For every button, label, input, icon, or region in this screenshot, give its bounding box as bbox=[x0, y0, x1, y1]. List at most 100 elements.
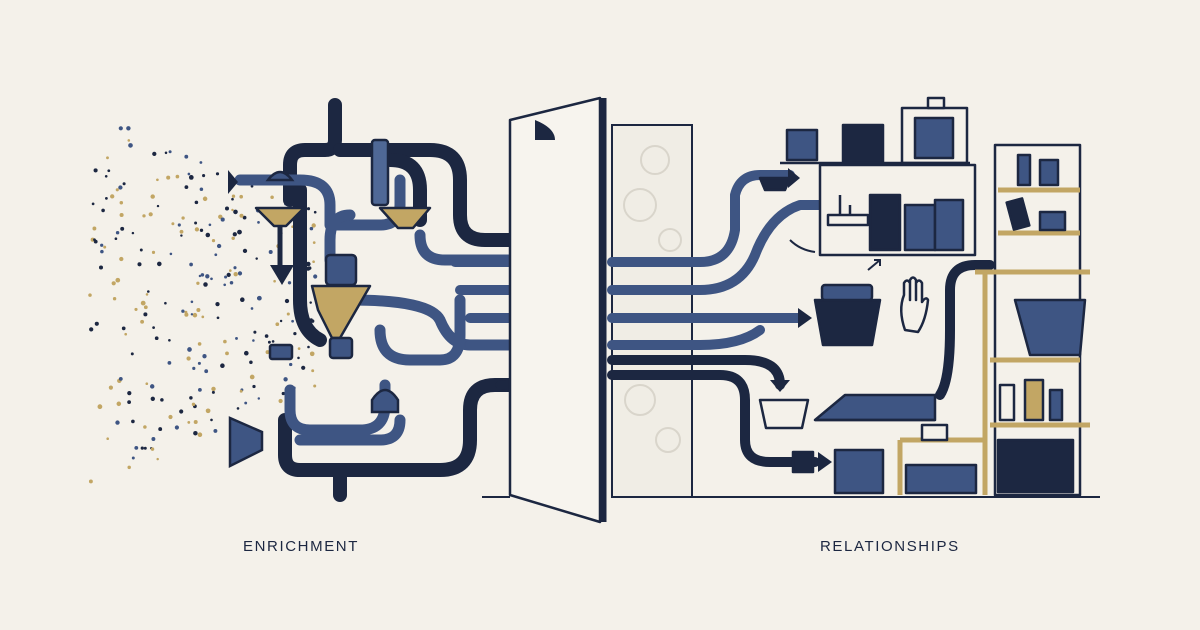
particle-dot bbox=[108, 385, 113, 390]
particle-dot bbox=[190, 300, 194, 304]
particle-dot bbox=[100, 243, 104, 247]
particle-dot bbox=[220, 363, 225, 368]
particle-dot bbox=[289, 362, 293, 367]
particle-dot bbox=[110, 194, 115, 199]
particle-dot bbox=[128, 143, 133, 148]
particle-dot bbox=[101, 208, 105, 213]
particle-dot bbox=[115, 188, 119, 192]
particle-dot bbox=[114, 237, 118, 241]
particle-dot bbox=[166, 175, 171, 180]
particle-dot bbox=[92, 226, 97, 231]
particle-dot bbox=[257, 295, 262, 301]
particle-dot bbox=[291, 319, 294, 323]
particle-dot bbox=[202, 196, 208, 202]
particle-dot bbox=[297, 347, 301, 350]
particle-dot bbox=[306, 266, 311, 271]
particle-dot bbox=[127, 139, 131, 142]
particle-dot bbox=[118, 126, 123, 131]
particle-dot bbox=[164, 151, 168, 155]
particle-dot bbox=[143, 312, 148, 317]
particle-dot bbox=[270, 195, 274, 199]
particle-dot bbox=[297, 356, 300, 360]
particle-dot bbox=[156, 457, 159, 461]
particle-dot bbox=[197, 342, 202, 346]
particle-dot bbox=[311, 223, 316, 228]
arrowheads-right bbox=[770, 168, 832, 472]
particle-dot bbox=[143, 425, 147, 429]
particle-dot bbox=[160, 398, 164, 402]
particle-dot bbox=[233, 266, 237, 270]
particle-dot bbox=[214, 253, 218, 257]
particle-dot bbox=[152, 151, 157, 157]
particle-dot bbox=[124, 332, 128, 336]
particle-dot bbox=[111, 281, 116, 286]
particle-dot bbox=[244, 401, 248, 405]
particle-dot bbox=[131, 419, 135, 424]
particle-dot bbox=[220, 217, 225, 222]
particle-dot bbox=[103, 245, 107, 249]
particle-dot bbox=[257, 397, 261, 400]
particle-dot bbox=[127, 400, 131, 404]
particle-dot bbox=[152, 326, 155, 329]
particle-dot bbox=[120, 226, 125, 231]
particle-dot bbox=[115, 420, 120, 425]
particle-dot bbox=[189, 262, 193, 267]
particle-dot bbox=[179, 409, 184, 414]
particle-dot bbox=[156, 204, 160, 208]
particle-dot bbox=[231, 194, 236, 198]
particle-dot bbox=[239, 213, 244, 218]
particle-dot bbox=[199, 161, 203, 164]
particle-dot bbox=[255, 257, 258, 260]
particle-dot bbox=[127, 465, 131, 470]
box-icon bbox=[758, 176, 792, 192]
particle-dot bbox=[118, 376, 123, 381]
particle-dot bbox=[267, 340, 271, 344]
particle-dot bbox=[233, 209, 238, 215]
particle-dot bbox=[131, 231, 135, 235]
particle-dot bbox=[171, 222, 175, 226]
particle-dot bbox=[253, 330, 257, 334]
particle-dot bbox=[312, 260, 315, 264]
particle-dot bbox=[236, 407, 240, 410]
particle-dot bbox=[208, 223, 212, 227]
particle-dot bbox=[94, 321, 99, 326]
particle-dot bbox=[105, 197, 108, 200]
particle-dot bbox=[306, 207, 311, 211]
particle-dot bbox=[184, 185, 189, 189]
particle-dot bbox=[310, 319, 315, 323]
particle-dot bbox=[196, 281, 200, 285]
particle-dot bbox=[174, 425, 179, 430]
enrichment-label: ENRICHMENT bbox=[243, 538, 359, 555]
particle-dot bbox=[151, 250, 156, 254]
particle-dot bbox=[231, 208, 234, 212]
particle-dot bbox=[98, 265, 104, 270]
particle-dot bbox=[198, 388, 202, 392]
particle-dot bbox=[122, 182, 126, 186]
particle-dot bbox=[150, 447, 155, 451]
pipe-bottom-arc bbox=[293, 378, 517, 477]
particle-dot bbox=[293, 331, 297, 336]
particle-dot bbox=[118, 185, 123, 190]
particle-dot bbox=[202, 354, 207, 359]
particle-dot bbox=[194, 227, 200, 232]
particle-dot bbox=[193, 420, 198, 424]
pipe-upper-arc bbox=[333, 143, 517, 247]
particle-dot bbox=[199, 187, 204, 192]
particle-dot bbox=[312, 241, 316, 244]
particle-dot bbox=[194, 221, 198, 225]
particle-dot bbox=[242, 215, 247, 220]
particle-dot bbox=[158, 427, 163, 432]
funnel-icon bbox=[254, 206, 432, 340]
particle-dot bbox=[148, 212, 153, 217]
particle-dot bbox=[189, 396, 193, 400]
particle-dot bbox=[140, 319, 145, 324]
particle-dot bbox=[279, 319, 283, 323]
particle-dot bbox=[264, 334, 269, 338]
particle-dot bbox=[127, 390, 132, 396]
particle-dot bbox=[194, 200, 199, 205]
particle-dot bbox=[134, 445, 139, 450]
particle-dot bbox=[186, 356, 191, 361]
particle-dot bbox=[286, 312, 290, 316]
particle-dot bbox=[244, 350, 249, 356]
